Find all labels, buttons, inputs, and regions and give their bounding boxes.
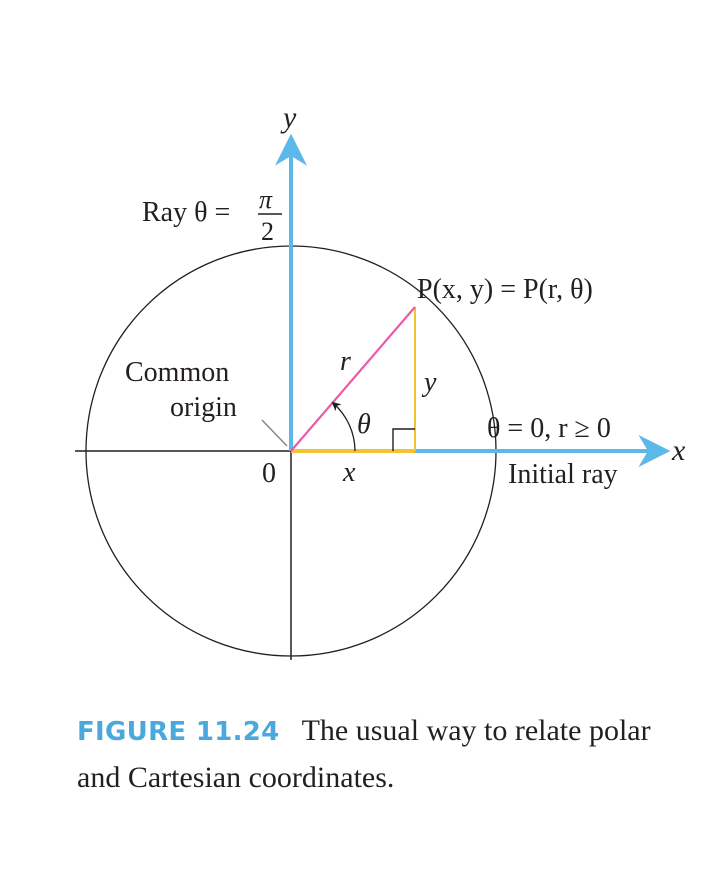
point-label: P(x, y) = P(r, θ) — [417, 274, 593, 305]
initial-ray-label: Initial ray — [508, 459, 618, 490]
right-angle-mark — [392, 428, 415, 451]
x-axis-label: x — [671, 434, 686, 467]
r-label: r — [340, 346, 351, 377]
two-denominator: 2 — [261, 217, 274, 246]
theta-label: θ — [357, 409, 371, 440]
x-leg-label: x — [342, 457, 356, 488]
origin-label: origin — [170, 392, 237, 423]
initial-condition-label: θ = 0, r ≥ 0 — [487, 413, 611, 444]
polar-diagram: y x Ray θ = π 2 P(x, y) = P(r, θ) r y θ … — [75, 101, 686, 660]
common-label: Common — [125, 357, 229, 388]
y-leg-label: y — [421, 367, 437, 398]
radius-r — [290, 306, 416, 452]
y-axis-label: y — [280, 101, 297, 134]
origin-pointer — [261, 419, 288, 447]
pi-numerator: π — [259, 185, 273, 214]
figure-number: FIGURE 11.24 — [77, 717, 280, 747]
zero-label: 0 — [262, 458, 276, 489]
theta-arc — [331, 401, 356, 452]
ray-theta-label: Ray θ = — [142, 197, 230, 228]
caption-text: The usual way to relate polar and Cartes… — [77, 714, 651, 794]
